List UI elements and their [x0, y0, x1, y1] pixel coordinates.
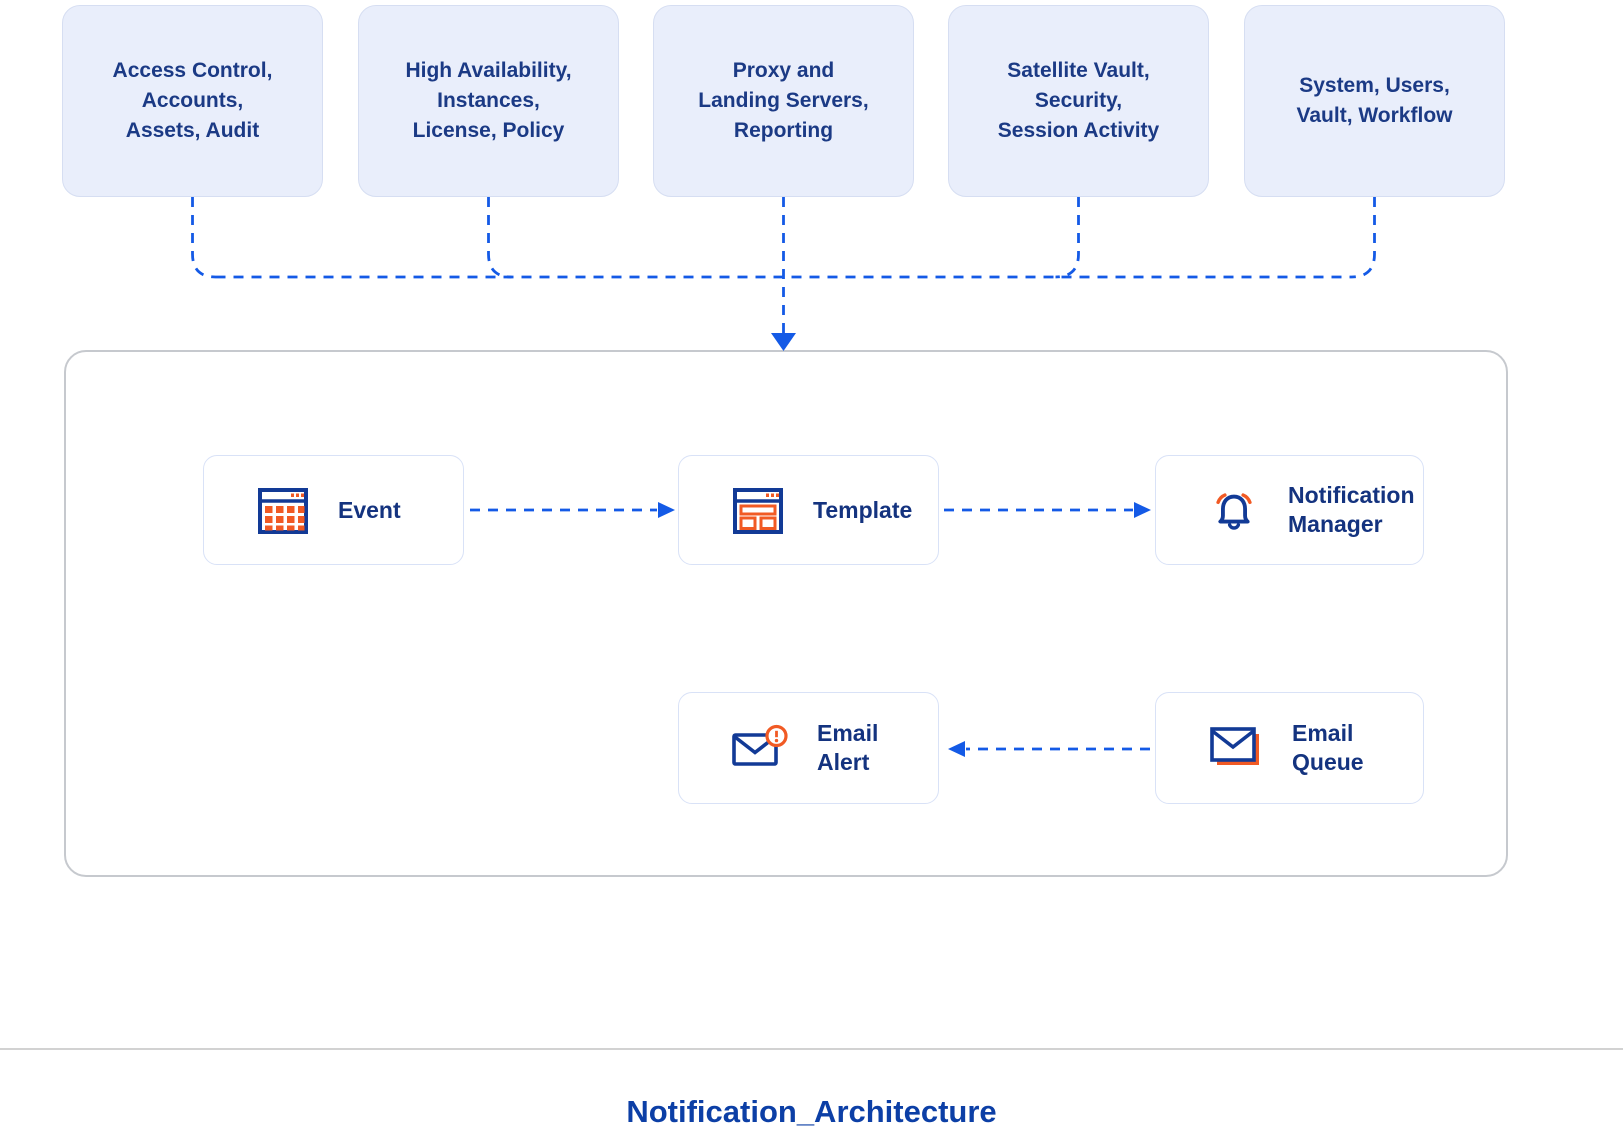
source-box-label: Satellite Vault, Security, Session Activ… — [997, 59, 1160, 142]
envelope-alert-icon — [732, 724, 788, 766]
source-box-label: Access Control, Accounts, Assets, Audit — [112, 59, 273, 142]
node-email-alert: Email Alert — [678, 692, 939, 804]
envelope-stack-icon — [1210, 727, 1259, 765]
source-box-proxy-reporting: Proxy and Landing Servers, Reporting — [653, 5, 914, 197]
node-label: Template — [813, 496, 913, 523]
node-label: Email Queue — [1292, 720, 1364, 775]
connector-stub-1 — [191, 197, 216, 279]
node-event: Event — [203, 455, 464, 565]
source-box-label: High Availability, Instances, License, P… — [405, 59, 572, 142]
calendar-grid-icon — [258, 488, 308, 534]
diagram-title: Notification_Architecture — [626, 1094, 997, 1129]
source-box-high-availability: High Availability, Instances, License, P… — [358, 5, 619, 197]
arrowhead-down-icon — [771, 333, 796, 351]
node-label: Email Alert — [817, 720, 879, 775]
node-notification-manager: Notification Manager — [1155, 455, 1424, 565]
node-label: Notification Manager — [1288, 482, 1415, 537]
footer-divider — [0, 1048, 1623, 1050]
source-box-satellite-vault: Satellite Vault, Security, Session Activ… — [948, 5, 1209, 197]
source-box-access-control: Access Control, Accounts, Assets, Audit — [62, 5, 323, 197]
ring-wave-right — [1241, 493, 1252, 505]
node-template: Template — [678, 455, 939, 565]
bell-icon — [1216, 493, 1252, 530]
connector-stub-2 — [487, 197, 512, 279]
source-box-label: Proxy and Landing Servers, Reporting — [698, 59, 869, 142]
source-box-system-users: System, Users, Vault, Workflow — [1244, 5, 1505, 197]
node-email-queue: Email Queue — [1155, 692, 1424, 804]
connector-stub-5 — [1351, 197, 1376, 279]
source-box-label: System, Users, Vault, Workflow — [1296, 74, 1453, 127]
browser-window-icon — [733, 488, 783, 534]
connector-stub-4 — [1055, 197, 1080, 279]
ring-wave-left — [1216, 493, 1227, 505]
node-label: Event — [338, 496, 401, 523]
